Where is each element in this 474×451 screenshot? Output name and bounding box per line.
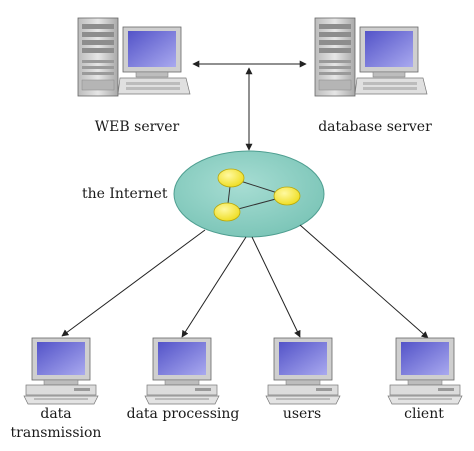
web-server-label: WEB server: [94, 119, 180, 135]
client-link-arrow: [181, 236, 247, 338]
network-node-icon: [217, 168, 245, 188]
data-processing-computer-icon: [144, 337, 220, 405]
data-transmission-computer-icon: [23, 337, 99, 405]
network-node-icon: [213, 202, 241, 222]
network-cloud-icon: [173, 150, 325, 238]
client-computer-icon: [387, 337, 463, 405]
client-label-users: users: [282, 406, 322, 422]
client-label-data-transmission-line1: data: [40, 406, 72, 422]
database-server-icon: [314, 17, 428, 97]
client-label-data-processing: data processing: [126, 406, 240, 422]
database-server-label: database server: [318, 119, 432, 135]
client-link-arrow: [251, 236, 301, 338]
client-label-client: client: [404, 406, 444, 422]
client-link-arrow: [299, 224, 429, 339]
internet-label: the Internet: [82, 186, 168, 202]
users-computer-icon: [265, 337, 341, 405]
client-label-data-transmission-line2: transmission: [10, 425, 102, 441]
client-link-arrow: [61, 229, 206, 337]
web-server-icon: [77, 17, 191, 97]
network-node-icon: [273, 186, 301, 206]
